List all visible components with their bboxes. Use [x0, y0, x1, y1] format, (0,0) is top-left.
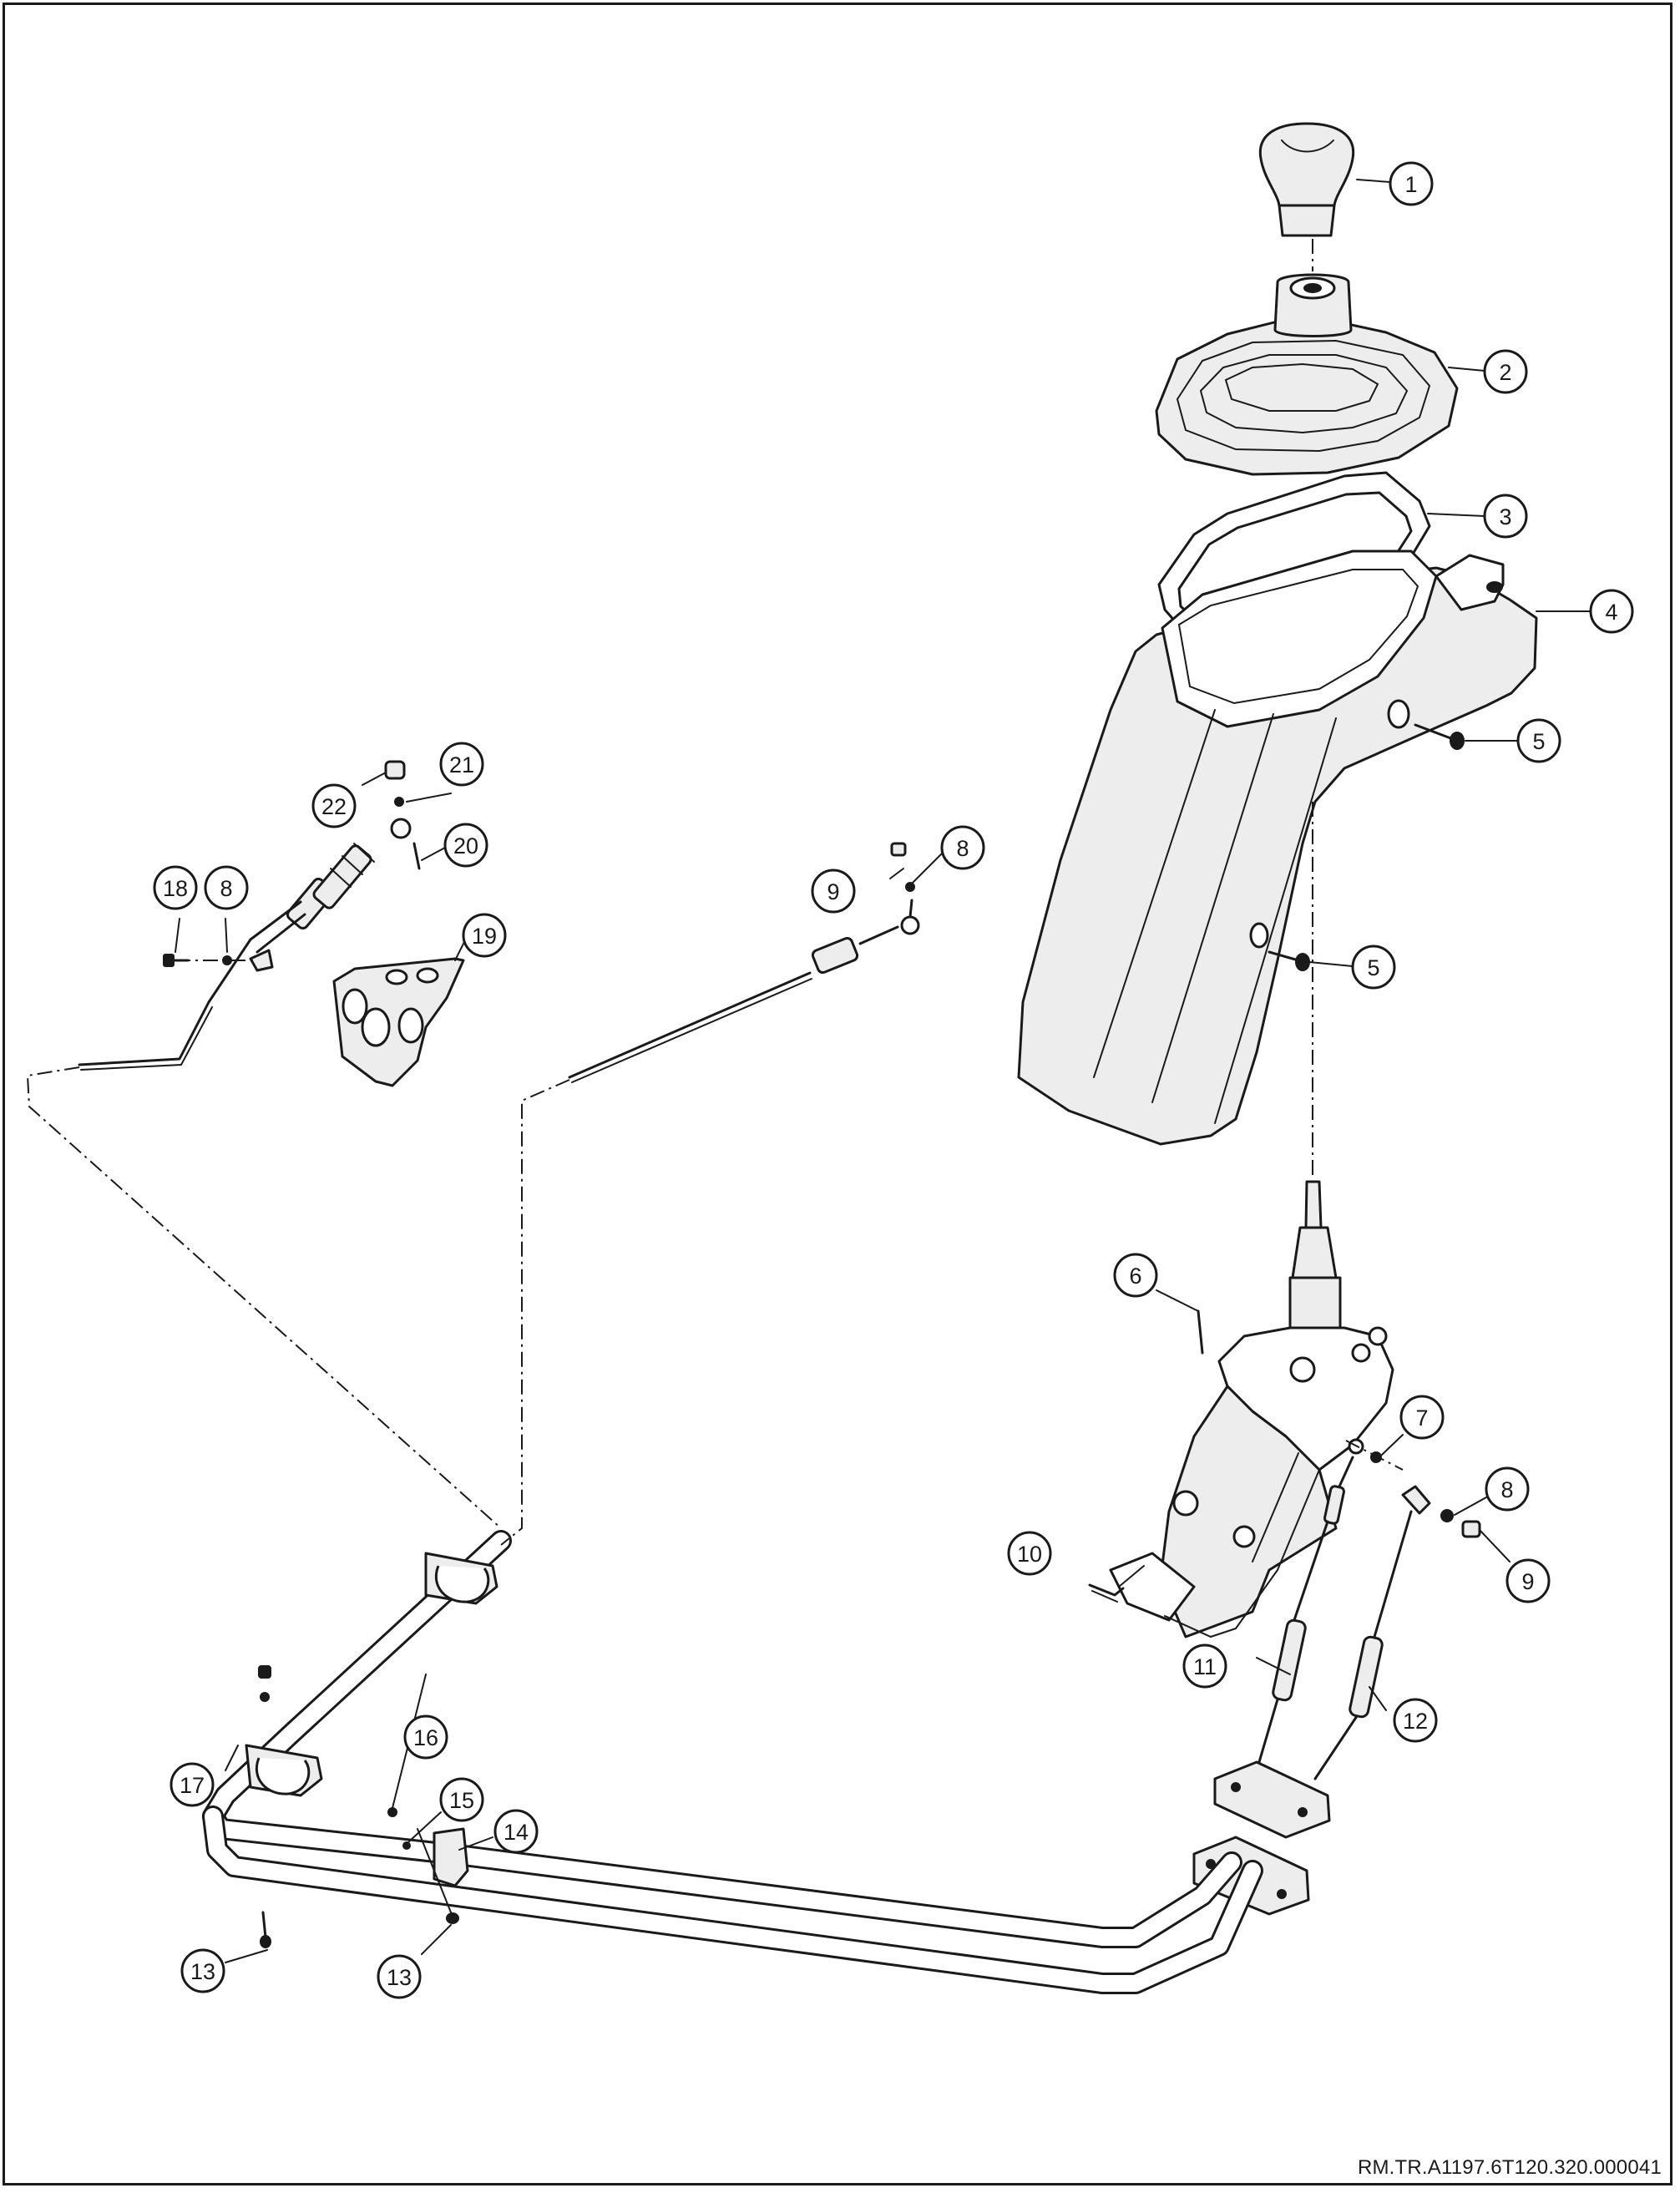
document-reference: RM.TR.A1197.6T120.320.000041 [1357, 2156, 1662, 2179]
drawing-frame [3, 3, 1672, 2185]
callout-10: 10 [1007, 1531, 1052, 1576]
nut-22 [384, 760, 406, 780]
gear-knob [1258, 122, 1355, 237]
svg-text:10: 10 [1017, 1542, 1042, 1567]
callout-16: 16 [403, 1714, 448, 1760]
svg-text:16: 16 [413, 1725, 438, 1750]
cable-end-left [78, 818, 412, 1071]
callout-bubbles: 1 2 3 4 5 5 6 7 8 9 8 9 8 10 11 12 13 13… [153, 161, 1634, 1999]
svg-text:1: 1 [1404, 172, 1417, 197]
callout-21: 21 [439, 742, 484, 787]
svg-text:5: 5 [1367, 955, 1379, 980]
svg-text:17: 17 [180, 1773, 205, 1798]
callout-3: 3 [1483, 494, 1528, 539]
shift-cable-12 [1313, 1510, 1413, 1780]
shift-cable-11 [1257, 1456, 1354, 1764]
callout-13-left: 13 [180, 1948, 225, 1993]
nut-17-stack [258, 1665, 271, 1702]
callout-6: 6 [1113, 1253, 1158, 1298]
washer-15 [402, 1841, 411, 1850]
shift-console-housing [1017, 550, 1538, 1146]
screw-5b [1268, 950, 1310, 971]
svg-text:8: 8 [956, 836, 969, 861]
cable-tube-routing [202, 1530, 1263, 1994]
svg-text:20: 20 [453, 833, 478, 858]
svg-text:6: 6 [1129, 1264, 1141, 1289]
svg-text:12: 12 [1403, 1709, 1428, 1734]
screw-16 [387, 1807, 397, 1817]
callout-5b: 5 [1351, 945, 1396, 990]
callout-20: 20 [443, 823, 488, 868]
svg-text:19: 19 [472, 924, 497, 949]
svg-text:22: 22 [321, 794, 347, 819]
axis-line [1345, 1440, 1404, 1471]
ball-joint-right [1401, 1485, 1481, 1538]
svg-text:18: 18 [163, 876, 188, 901]
cable-end-middle [568, 899, 920, 1083]
callout-18: 18 [153, 865, 198, 910]
callout-2: 2 [1483, 349, 1528, 394]
svg-text:14: 14 [503, 1820, 529, 1845]
callout-17: 17 [170, 1762, 215, 1807]
svg-text:8: 8 [1500, 1477, 1513, 1502]
callout-4: 4 [1589, 589, 1634, 634]
svg-text:2: 2 [1499, 360, 1511, 385]
callout-5a: 5 [1516, 718, 1561, 763]
gear-lever-boot [1155, 273, 1459, 476]
callout-1: 1 [1389, 161, 1434, 206]
callout-15: 15 [439, 1777, 484, 1822]
tube-clamp-14 [417, 1827, 469, 1913]
svg-text:7: 7 [1415, 1405, 1428, 1431]
callout-7: 7 [1399, 1395, 1445, 1440]
svg-text:15: 15 [449, 1788, 474, 1813]
nut-13b [446, 1912, 459, 1924]
routing-line-middle [500, 1079, 570, 1546]
callout-14: 14 [493, 1809, 539, 1854]
callout-8-middle: 8 [940, 825, 985, 870]
svg-text:9: 9 [1521, 1569, 1534, 1594]
bolt-13a [260, 1911, 271, 1948]
callout-22: 22 [311, 783, 357, 828]
svg-text:11: 11 [1193, 1654, 1217, 1679]
clip-10 [1088, 1583, 1125, 1603]
callout-8-right: 8 [1485, 1466, 1530, 1512]
callout-11: 11 [1182, 1643, 1227, 1689]
mounting-bracket-19 [332, 957, 465, 1087]
gear-lever-assembly [1109, 1180, 1394, 1638]
routing-line-left [26, 1066, 502, 1529]
svg-text:8: 8 [220, 876, 232, 901]
callout-19: 19 [462, 913, 507, 958]
svg-text:5: 5 [1532, 729, 1545, 754]
washer-21 [394, 797, 404, 807]
svg-text:3: 3 [1499, 504, 1511, 529]
bolt-20 [412, 842, 421, 870]
callout-8-left: 8 [204, 865, 249, 910]
svg-text:21: 21 [449, 752, 474, 777]
callout-12: 12 [1393, 1698, 1438, 1743]
nut-9-mid [890, 842, 907, 857]
svg-text:4: 4 [1605, 600, 1617, 625]
tube-clamp-17 [245, 1552, 498, 1797]
svg-text:13: 13 [190, 1959, 215, 1984]
svg-text:13: 13 [387, 1965, 412, 1990]
screw-5a [1414, 723, 1465, 750]
svg-text:9: 9 [827, 879, 839, 904]
callout-9-right: 9 [1505, 1558, 1551, 1603]
callout-13-center: 13 [377, 1954, 422, 1999]
callout-9-middle: 9 [811, 869, 856, 914]
callout-leaders [175, 179, 1591, 1963]
washer-8-mid [905, 882, 915, 892]
